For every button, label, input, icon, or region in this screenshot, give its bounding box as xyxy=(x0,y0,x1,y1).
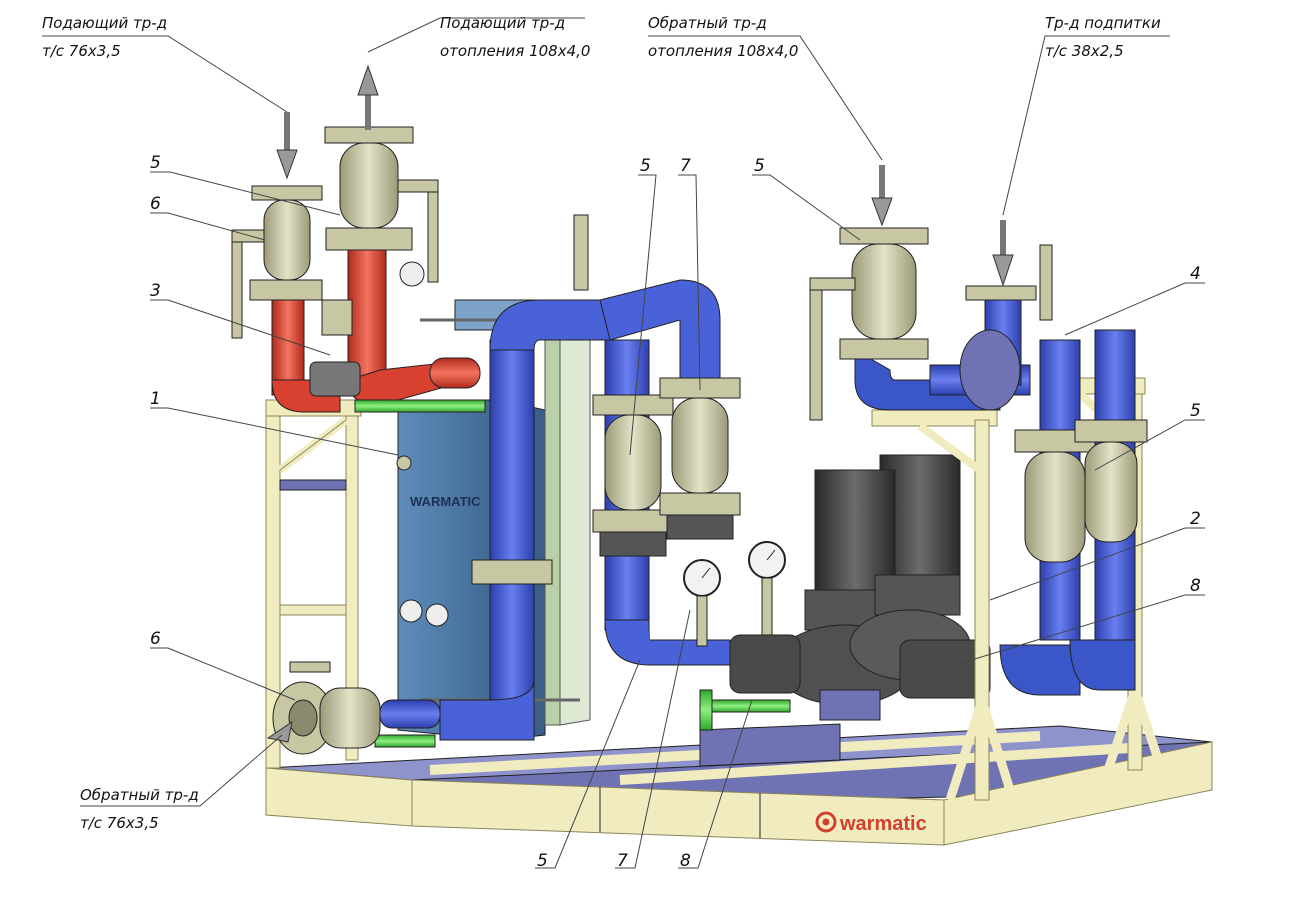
label-supply-ts: Подающий тр-д т/с 76х3,5 xyxy=(42,14,167,60)
logo-text: warmatic xyxy=(839,813,927,835)
callout-3: 3 xyxy=(150,281,161,301)
label-supply-heating: Подающий тр-д отопления 108х4,0 xyxy=(440,14,590,60)
callout-7-mid: 7 xyxy=(680,156,691,176)
valve-return-ts xyxy=(272,599,449,755)
label-return-ts-line1: Обратный тр-д xyxy=(80,786,199,804)
bypass-pipes xyxy=(354,399,791,748)
callout-7-bottom: 7 xyxy=(617,851,628,871)
callout-4: 4 xyxy=(1190,264,1201,284)
callout-5-far-right: 5 xyxy=(1190,401,1201,421)
valve-mid-left xyxy=(592,394,674,557)
leader-lines xyxy=(42,17,1205,869)
callout-8-right: 8 xyxy=(1190,576,1201,596)
label-return-heating-line1: Обратный тр-д xyxy=(648,14,767,32)
circulation-pumps xyxy=(729,454,991,721)
label-return-ts-line2: т/с 76х3,5 xyxy=(80,814,159,832)
label-return-heating: Обратный тр-д отопления 108х4,0 xyxy=(648,14,798,60)
valve-return-heating xyxy=(809,227,929,421)
callout-2: 2 xyxy=(1190,509,1201,529)
label-makeup-line2: т/с 38х2,5 xyxy=(1045,42,1124,60)
callout-numbers: 5 6 3 1 6 5 7 5 4 5 2 8 5 7 8 xyxy=(150,153,1201,871)
return-pipe-loop xyxy=(854,244,1148,696)
label-supply-ts-line1: Подающий тр-д xyxy=(42,14,167,32)
control-valve xyxy=(309,261,425,397)
valve-mid-right xyxy=(573,214,741,540)
label-return-ts: Обратный тр-д т/с 76х3,5 xyxy=(80,786,199,832)
callout-1: 1 xyxy=(150,389,161,409)
arrow-return-ts-out xyxy=(266,720,293,743)
label-makeup: Тр-д подпитки т/с 38х2,5 xyxy=(1045,14,1161,60)
label-supply-heating-line1: Подающий тр-д xyxy=(440,14,565,32)
callout-6-left: 6 xyxy=(150,194,161,214)
valve-supply-ts xyxy=(231,185,323,339)
warmatic-logo: warmatic xyxy=(812,806,930,838)
pressure-gauges xyxy=(683,541,786,647)
callout-5-right: 5 xyxy=(754,156,765,176)
flow-arrows xyxy=(266,64,1014,743)
label-supply-ts-line2: т/с 76х3,5 xyxy=(42,42,121,60)
label-makeup-line1: Тр-д подпитки xyxy=(1045,14,1161,32)
callout-5-top-left: 5 xyxy=(150,153,161,173)
plate-brand-text: WARMATIC xyxy=(410,494,481,509)
label-return-heating-line2: отопления 108х4,0 xyxy=(648,42,798,60)
heating-pipe-loop xyxy=(439,279,731,741)
label-supply-heating-line2: отопления 108х4,0 xyxy=(440,42,590,60)
callout-5-bottom: 5 xyxy=(537,851,548,871)
valve-supply-heating xyxy=(324,126,439,283)
callout-6-bottom: 6 xyxy=(150,629,161,649)
callout-8-bottom: 8 xyxy=(680,851,691,871)
callout-5-mid: 5 xyxy=(640,156,651,176)
